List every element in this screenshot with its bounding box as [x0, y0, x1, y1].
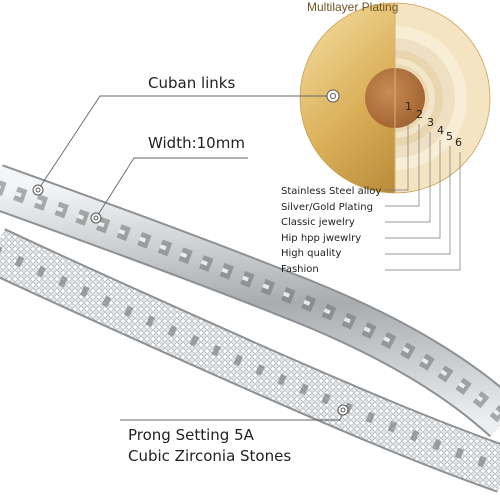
layer-number: 4 [437, 124, 444, 137]
layer-list: Stainless Steel alloy Silver/Gold Platin… [281, 184, 381, 277]
prong-line-2: Cubic Zirconia Stones [128, 447, 292, 465]
layer-number: 6 [455, 136, 462, 149]
prong-setting-label: Prong Setting 5A Cubic Zirconia Stones [128, 425, 291, 467]
width-label: Width:10mm [148, 134, 245, 152]
layer-leader-lines [385, 116, 461, 271]
layer-label: Fashion [281, 263, 319, 275]
cuban-link-chain [0, 164, 500, 438]
plating-title: Multilayer Plating [307, 0, 399, 14]
prong-line-1: Prong Setting 5A [128, 426, 254, 444]
layer-number: 1 [405, 100, 412, 113]
layer-label: Silver/Gold Plating [281, 201, 373, 213]
plating-disc [299, 2, 491, 194]
cuban-links-label: Cuban links [148, 74, 236, 92]
iced-cuban-chain [0, 228, 500, 493]
layer-number: 2 [416, 108, 423, 121]
layer-number: 5 [446, 130, 453, 143]
layer-number-labels: 1 2 3 4 5 6 [405, 100, 475, 160]
layer-label: Classic jewelry [281, 217, 355, 228]
layer-number: 3 [427, 116, 434, 129]
layer-label: Hip hpp jwewlry [281, 232, 362, 244]
layer-label: High quality [281, 248, 342, 259]
callout-markers [32, 89, 349, 416]
layer-label: Stainless Steel alloy [281, 186, 382, 197]
